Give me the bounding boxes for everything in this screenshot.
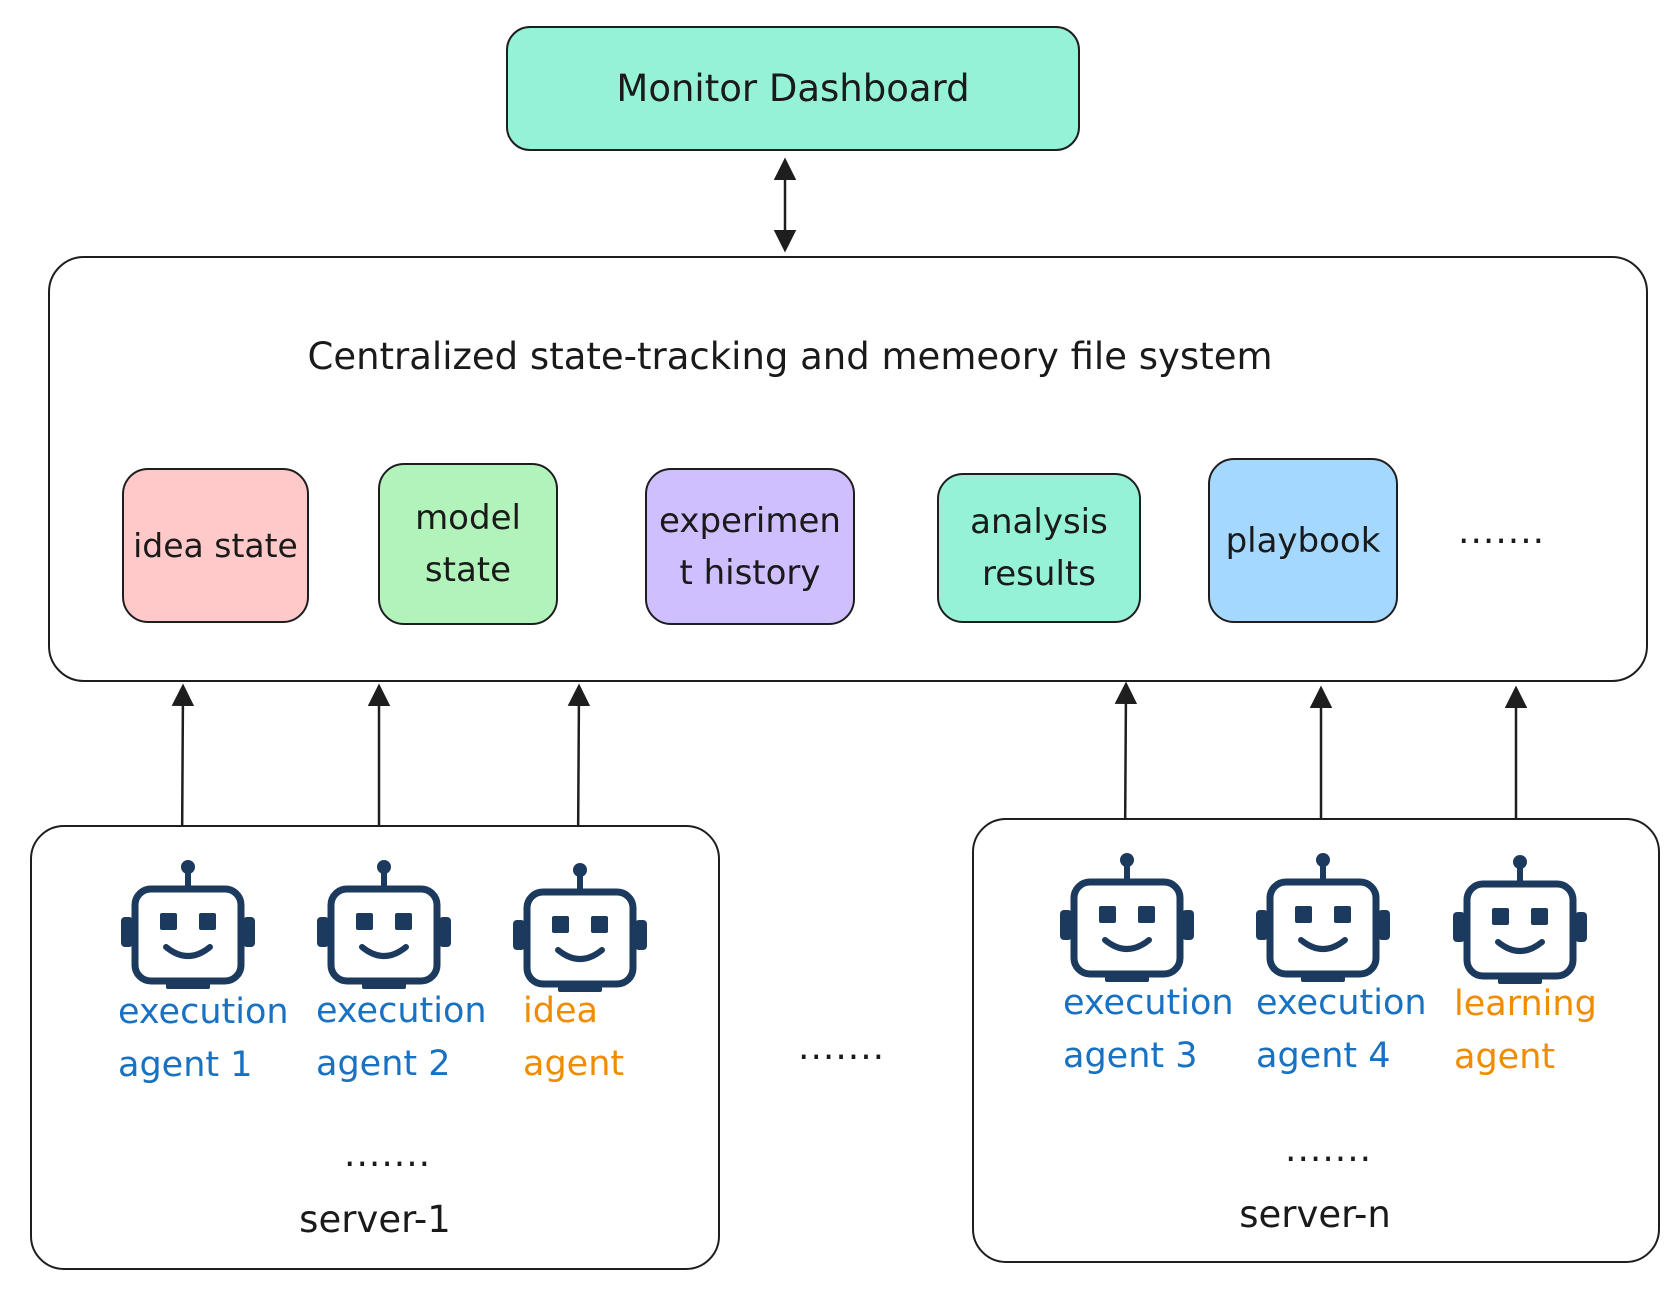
state-analysis-line1: analysis bbox=[970, 502, 1108, 542]
robot-icon bbox=[1057, 850, 1197, 984]
state-model-line2: state bbox=[424, 550, 512, 590]
monitor-dashboard-box: Monitor Dashboard bbox=[506, 26, 1080, 151]
monitor-dashboard-label: Monitor Dashboard bbox=[616, 67, 970, 110]
state-playbook: playbook bbox=[1208, 458, 1398, 623]
state-analysis-results: analysis results bbox=[937, 473, 1141, 623]
central-more-ellipsis: ....... bbox=[1458, 511, 1546, 552]
agent-label-execution-1: execution agent 1 bbox=[118, 992, 289, 1085]
central-title: Centralized state-tracking and memeory f… bbox=[307, 335, 1273, 378]
agent-label-execution-4: execution agent 4 bbox=[1256, 983, 1427, 1076]
robot-icon bbox=[510, 860, 650, 994]
state-model: model state bbox=[378, 463, 558, 625]
state-analysis-line2: results bbox=[982, 554, 1096, 594]
state-idea: idea state bbox=[122, 468, 309, 623]
state-idea-line1: idea state bbox=[133, 525, 298, 565]
state-playbook-line1: playbook bbox=[1225, 520, 1381, 561]
server-n-label: server-n bbox=[1239, 1193, 1391, 1236]
state-experiment-line1: experimen bbox=[659, 500, 841, 541]
server-1-label: server-1 bbox=[299, 1198, 451, 1241]
robot-icon bbox=[1253, 850, 1393, 984]
robot-icon bbox=[118, 857, 258, 991]
agent-label-idea: idea agent bbox=[523, 991, 625, 1084]
robot-icon bbox=[314, 857, 454, 991]
state-model-line1: model bbox=[415, 498, 521, 538]
server-n-more-ellipsis: ....... bbox=[1285, 1129, 1373, 1170]
state-experiment-line2: t history bbox=[679, 552, 821, 593]
server-1-more-ellipsis: ....... bbox=[344, 1134, 432, 1175]
servers-more-ellipsis: ....... bbox=[798, 1027, 886, 1068]
agent-label-learning: learning agent bbox=[1454, 984, 1597, 1077]
agent-label-execution-2: execution agent 2 bbox=[316, 991, 487, 1084]
agent-label-execution-3: execution agent 3 bbox=[1063, 983, 1234, 1076]
state-experiment-history: experimen t history bbox=[645, 468, 855, 625]
robot-icon bbox=[1450, 852, 1590, 986]
